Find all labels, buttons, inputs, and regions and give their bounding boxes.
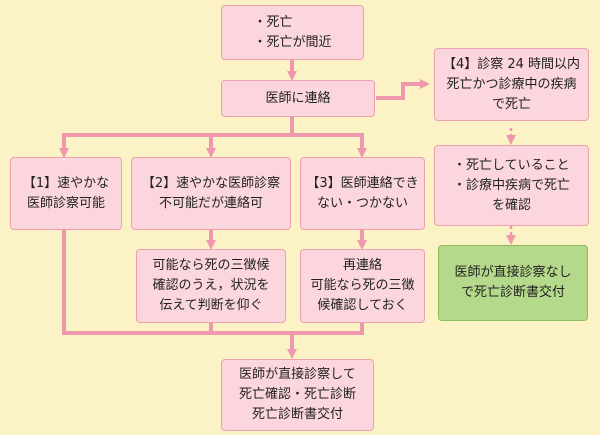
case2-action-box: 可能なら死の三徴候 確認のうえ，状況を 伝えて判断を仰ぐ [136, 249, 286, 323]
connector-contact-case4 [376, 79, 430, 100]
final-box-text: 医師が直接診察して 死亡確認・死亡診断 死亡診断書交付 [238, 367, 356, 422]
case4-box: 【4】診察 24 時間以内 死亡かつ診療中の疾病 で死亡 [434, 48, 589, 121]
case4-box-text: 【4】診察 24 時間以内 死亡かつ診療中の疾病 で死亡 [442, 56, 581, 112]
case2-box-text: 【2】速やかな医師診察 不可能だが連絡可 [141, 175, 281, 211]
case2-action-box-text: 可能なら死の三徴候 確認のうえ，状況を 伝えて判断を仰ぐ [152, 258, 270, 313]
connector-case1-merge [62, 230, 292, 335]
case3-action-box-text: 再連絡 可能なら死の三徴 候確認しておく [310, 258, 415, 313]
contact-box-text: 医師に連絡 [265, 90, 331, 106]
case4-check-box: ・死亡していること ・診療中疾病で死亡 を確認 [434, 145, 589, 226]
case1-box-text: 【1】速やかな 医師診察可能 [22, 175, 110, 211]
connector-case3action-merge [292, 323, 364, 335]
case4-result-box-text: 医師が直接診察なし で死亡診断書交付 [454, 265, 572, 300]
case2-box: 【2】速やかな医師診察 不可能だが連絡可 [131, 157, 291, 230]
start-box-text: ・死亡 ・死亡が間近 [253, 14, 332, 50]
case1-box: 【1】速やかな 医師診察可能 [10, 157, 122, 230]
case4-result-box: 医師が直接診察なし で死亡診断書交付 [438, 245, 588, 321]
contact-box: 医師に連絡 [221, 80, 375, 117]
final-box: 医師が直接診察して 死亡確認・死亡診断 死亡診断書交付 [221, 359, 374, 431]
case3-action-box: 再連絡 可能なら死の三徴 候確認しておく [300, 249, 425, 323]
start-box: ・死亡 ・死亡が間近 [221, 5, 364, 60]
case4-check-box-text: ・死亡していること ・診療中疾病で死亡 を確認 [452, 157, 570, 213]
case3-box-text: 【3】医師連絡でき ない・つかない [306, 175, 419, 211]
case3-box: 【3】医師連絡でき ない・つかない [300, 157, 425, 230]
